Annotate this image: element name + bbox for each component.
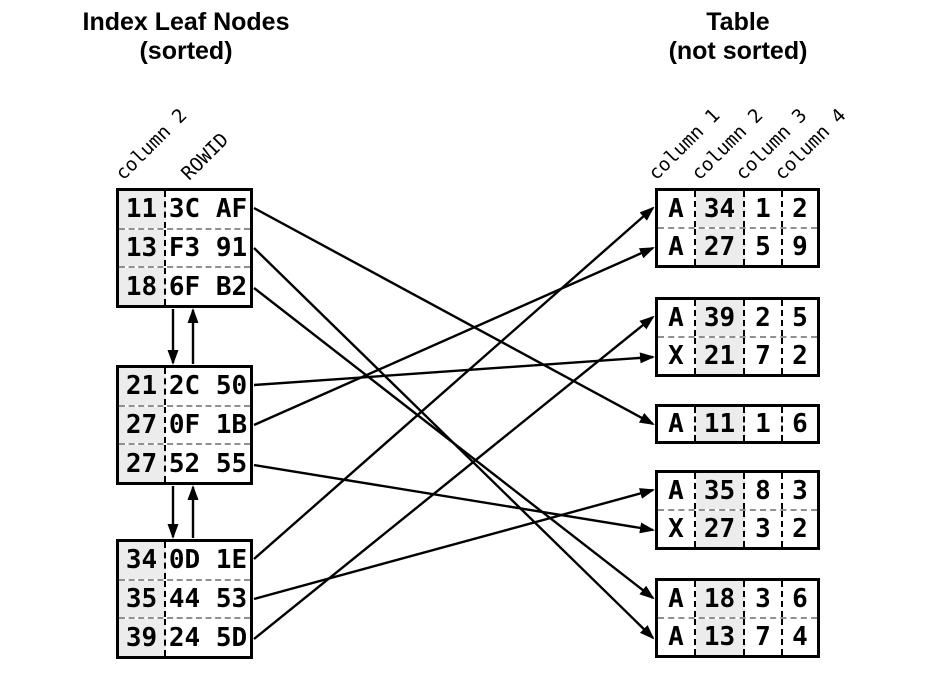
index-rowid-cell: 52 55 (168, 448, 248, 479)
index-key-cell: 11 (119, 191, 166, 228)
table-cell-col4: 6 (792, 584, 808, 614)
index-key-cell: 27 (119, 406, 166, 444)
index-rowid-cell: 44 53 (168, 584, 248, 614)
index-rowid-cell: 24 5D (168, 622, 248, 653)
table-cell-col2: 27 (696, 229, 745, 265)
index-rowid-cell: 6F B2 (168, 271, 248, 302)
table-cell-col1: X (658, 338, 696, 374)
table-cell-col4: 2 (792, 514, 808, 544)
index-to-table-arrow (253, 352, 655, 387)
table-cell-col2: 18 (696, 581, 745, 617)
table-cell-col4: 9 (792, 232, 808, 262)
table-cell-col2: 27 (696, 511, 745, 547)
index-key-cell: 27 (119, 445, 166, 483)
table-panel-title: Table (not sorted) (588, 8, 888, 66)
table-cell-col4: 4 (792, 622, 808, 652)
index-rowid-label: ROWID (177, 128, 234, 185)
table-cell-col3: 7 (745, 338, 783, 374)
table-cell-col1: A (658, 300, 696, 336)
table-cell-col2: 21 (696, 338, 745, 374)
table-cell-col4: 2 (792, 194, 808, 224)
table-cell-col1: A (658, 191, 696, 227)
index-to-table-arrow (253, 488, 655, 601)
table-cell-col2: 13 (696, 619, 745, 655)
index-rowid-cell: 0D 1E (168, 545, 248, 576)
table-cell-col4: 5 (792, 303, 808, 333)
index-to-table-arrow (253, 246, 655, 427)
table-cell-col1: A (658, 229, 696, 265)
table-cell-col2: 11 (696, 407, 745, 441)
table-cell-col1: A (658, 473, 696, 509)
table-cell-col4: 6 (792, 409, 808, 439)
table-cell-col3: 3 (745, 511, 783, 547)
index-to-table-arrow (253, 315, 655, 640)
table-cell-col3: 2 (745, 300, 783, 336)
table-cell-col1: A (658, 619, 696, 655)
index-rowid-cell: F3 91 (168, 233, 248, 263)
index-title-line2: (sorted) (139, 37, 233, 65)
table-cell-col4: 3 (792, 476, 808, 506)
index-key-cell: 35 (119, 580, 166, 618)
table-cell-col1: X (658, 511, 696, 547)
index-to-table-arrow (253, 206, 655, 426)
table-cell-col2: 34 (696, 191, 745, 227)
table-cell-col3: 1 (745, 191, 783, 227)
index-key-cell: 13 (119, 229, 166, 267)
index-to-table-arrow (253, 463, 655, 534)
table-cell-col2: 39 (696, 300, 745, 336)
index-to-table-arrow (253, 287, 655, 600)
table-cell-col3: 5 (745, 229, 783, 265)
index-rowid-cell: 3C AF (168, 194, 248, 225)
table-cell-col3: 1 (745, 407, 783, 441)
index-to-table-arrow (253, 206, 655, 560)
table-cell-col4: 2 (792, 341, 808, 371)
table-title-line2: (not sorted) (668, 37, 808, 65)
table-cell-col1: A (658, 407, 696, 441)
table-cell-col3: 7 (745, 619, 783, 655)
index-key-cell: 39 (119, 619, 166, 657)
table-cell-col3: 3 (745, 581, 783, 617)
index-rowid-cell: 0F 1B (168, 410, 248, 440)
table-cell-col2: 35 (696, 473, 745, 509)
index-column2-label: column 2 (111, 104, 192, 185)
index-panel-title: Index Leaf Nodes (sorted) (36, 8, 336, 66)
index-key-cell: 21 (119, 368, 166, 405)
index-to-table-arrow (253, 247, 655, 640)
index-rowid-cell: 2C 50 (168, 371, 248, 402)
table-cell-col3: 8 (745, 473, 783, 509)
index-key-cell: 18 (119, 268, 166, 306)
index-title-line1: Index Leaf Nodes (82, 8, 290, 36)
table-cell-col1: A (658, 581, 696, 617)
index-key-cell: 34 (119, 542, 166, 579)
table-title-line1: Table (706, 8, 770, 36)
